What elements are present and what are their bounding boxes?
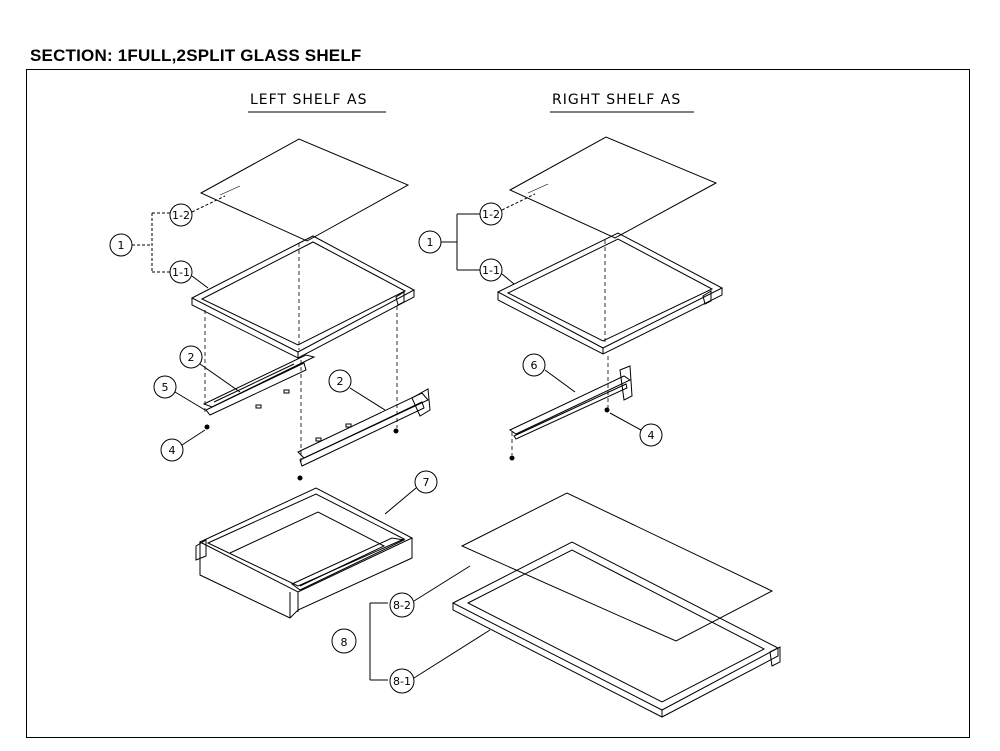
callout-right-rail: 6	[522, 353, 576, 393]
callout-left-group: 1	[109, 212, 170, 273]
crisper-drawer	[195, 487, 414, 619]
left-glass-panel	[199, 138, 410, 242]
callout-full-group-text: 8	[341, 636, 348, 649]
full-shelf-frame	[451, 541, 781, 718]
right-shelf-header-text: RIGHT SHELF AS	[552, 92, 681, 108]
callout-left-screw-a: 5	[153, 375, 206, 411]
callout-full-glass-text: 8-2	[393, 599, 411, 612]
diagram-frame	[26, 69, 970, 738]
right-rail-bracket	[508, 365, 633, 440]
callout-left-screw-b-text: 4	[169, 444, 176, 457]
callout-full-glass: 8-2	[389, 565, 471, 618]
left-rail-bracket-a	[202, 354, 316, 416]
callout-left-rail-a-text: 2	[188, 351, 195, 364]
callout-full-frame-text: 8-1	[393, 675, 411, 688]
full-glass-panel	[460, 492, 774, 642]
right-assembly-lines	[511, 240, 609, 455]
left-assembly-lines	[204, 243, 398, 462]
right-shelf-header: RIGHT SHELF AS	[550, 92, 694, 113]
left-rail-bracket-b	[297, 388, 431, 467]
callout-drawer: 7	[384, 470, 438, 515]
callout-right-group: 1	[418, 213, 480, 271]
callout-left-screw-b: 4	[160, 429, 206, 462]
callout-left-rail-b-text: 2	[337, 375, 344, 388]
callout-full-frame: 8-1	[389, 629, 491, 694]
callout-right-screw-text: 4	[648, 429, 655, 442]
callout-right-frame-text: 1-1	[482, 264, 500, 277]
callout-left-screw-a-text: 5	[162, 381, 169, 394]
left-shelf-header: LEFT SHELF AS	[248, 92, 386, 113]
callout-right-glass: 1-2	[479, 193, 536, 226]
callout-right-glass-text: 1-2	[482, 208, 500, 221]
callout-right-screw: 4	[609, 412, 663, 447]
left-shelf-frame	[190, 235, 416, 359]
callout-left-frame: 1-1	[169, 260, 209, 289]
callout-right-frame: 1-1	[479, 258, 515, 285]
callout-left-glass-text: 1-2	[172, 209, 190, 222]
left-screws	[204, 424, 399, 481]
right-glass-panel	[508, 136, 718, 239]
callout-left-frame-text: 1-1	[172, 266, 190, 279]
left-shelf-header-text: LEFT SHELF AS	[250, 92, 367, 108]
callout-left-rail-b: 2	[328, 369, 386, 411]
right-shelf-frame	[496, 232, 724, 355]
callout-left-glass: 1-2	[169, 195, 226, 227]
callout-right-group-text: 1	[427, 236, 434, 249]
callout-left-group-text: 1	[118, 239, 125, 252]
callout-right-rail-text: 6	[531, 359, 538, 372]
right-screws	[509, 407, 610, 461]
callout-drawer-text: 7	[423, 476, 430, 489]
callout-full-group: 8	[331, 602, 388, 681]
callout-left-rail-a: 2	[179, 345, 241, 393]
section-title: SECTION: 1FULL,2SPLIT GLASS SHELF	[30, 46, 362, 65]
